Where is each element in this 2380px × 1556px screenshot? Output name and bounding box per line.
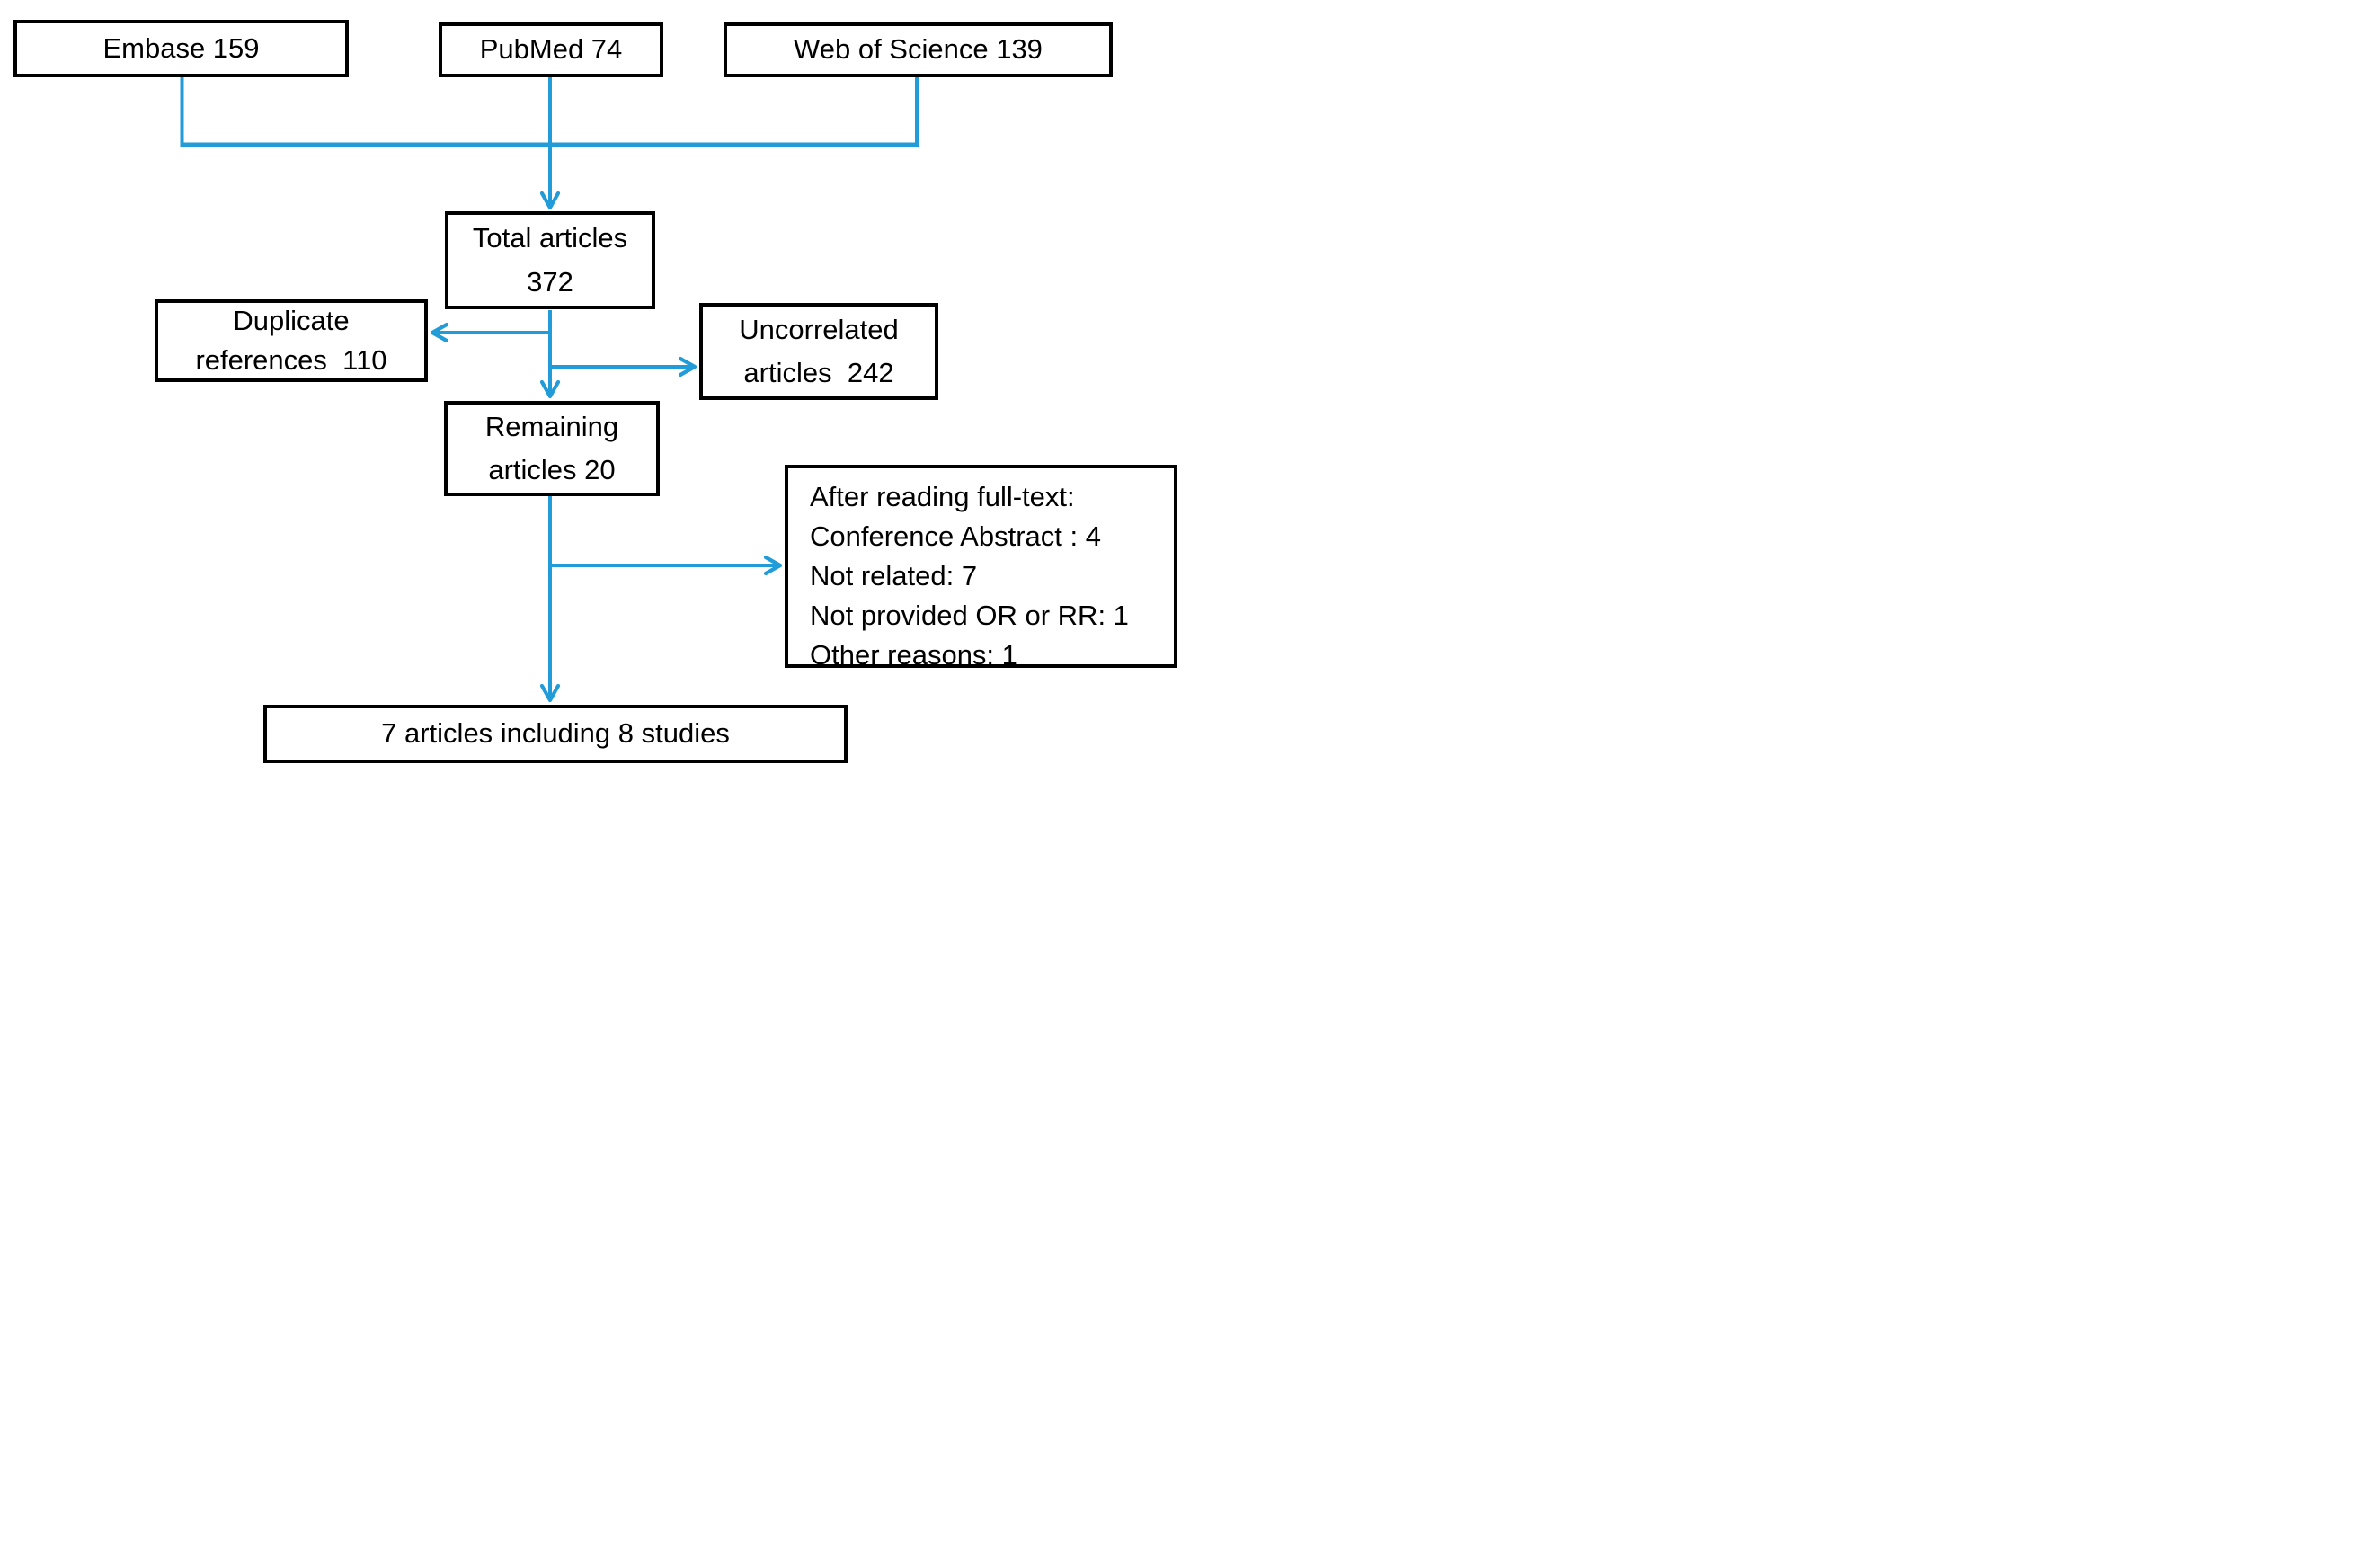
exclusion-line-not-related: Not related: 7	[810, 560, 978, 591]
node-final-result-label: 7 articles including 8 studies	[381, 717, 730, 750]
node-embase-label: Embase 159	[102, 31, 260, 64]
exclusion-line-not-provided-or-rr: Not provided OR or RR: 1	[810, 600, 1129, 631]
node-total-articles-label: Total articles 372	[472, 222, 628, 298]
node-pubmed: PubMed 74	[439, 22, 663, 77]
node-uncorrelated-articles-label: Uncorrelated articles 242	[739, 313, 899, 388]
node-uncorrelated-articles: Uncorrelated articles 242	[699, 303, 938, 400]
node-pubmed-label: PubMed 74	[479, 33, 623, 66]
node-total-articles: Total articles 372	[445, 211, 655, 309]
node-web-of-science: Web of Science 139	[724, 22, 1113, 77]
connector-lines	[180, 77, 919, 778]
exclusion-line-conference-abstract: Conference Abstract : 4	[810, 520, 1101, 552]
node-web-of-science-label: Web of Science 139	[794, 33, 1043, 66]
node-remaining-articles-label: Remaining articles 20	[484, 410, 619, 485]
exclusion-line-header: After reading full-text:	[810, 481, 1075, 512]
prisma-flow-diagram: Embase 159 PubMed 74 Web of Science 139 …	[0, 0, 1190, 778]
node-embase: Embase 159	[13, 20, 349, 77]
node-fulltext-exclusions: After reading full-text: Conference Abst…	[785, 465, 1177, 671]
node-final-result: 7 articles including 8 studies	[263, 705, 848, 763]
node-remaining-articles: Remaining articles 20	[444, 401, 660, 496]
exclusion-line-other-reasons: Other reasons: 1	[810, 639, 1017, 671]
node-duplicate-references-label: Duplicate references 110	[195, 304, 387, 376]
exclusions-lines: After reading full-text: Conference Abst…	[810, 477, 1129, 675]
node-duplicate-references: Duplicate references 110	[155, 299, 428, 382]
